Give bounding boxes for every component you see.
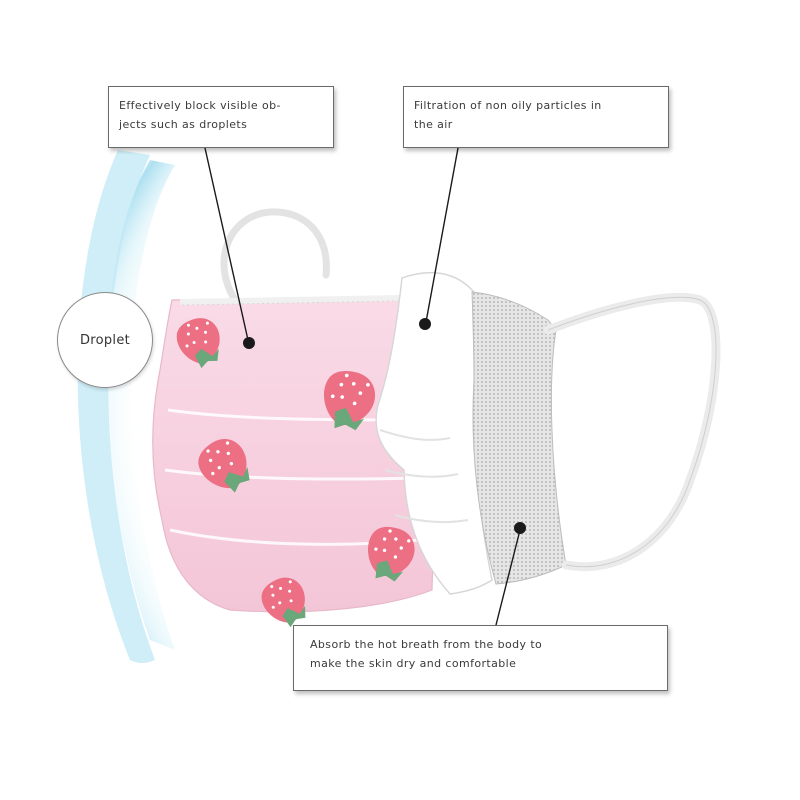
filter-fold-3: [394, 514, 469, 524]
leader-dot-top-left: [243, 337, 255, 349]
pleat-line-2: [164, 468, 421, 481]
outer-layer: [152, 295, 441, 613]
top-seam: [179, 295, 401, 305]
callout-text: Filtration of non oily particles in the …: [414, 99, 602, 131]
leader-line-top-right: [425, 147, 459, 323]
callout-text: Absorb the hot breath from the body to m…: [310, 638, 543, 670]
callout-block-droplets: Effectively block visible ob- jects such…: [108, 86, 334, 148]
mesh-layer: [471, 291, 567, 585]
ear-loop-front-edge: [547, 296, 717, 568]
droplet-label-text: Droplet: [79, 332, 131, 348]
ear-loop-front: [543, 292, 721, 572]
filter-fold: [379, 429, 451, 441]
ear-loop-back: [220, 208, 330, 304]
droplet-shield-glow: [77, 150, 155, 664]
top-seam-dots: [181, 300, 399, 306]
filter-fold-2: [384, 469, 459, 478]
callout-filtration: Filtration of non oily particles in the …: [403, 86, 669, 148]
callout-absorb-breath: Absorb the hot breath from the body to m…: [293, 625, 668, 691]
leader-dot-top-right: [419, 318, 431, 330]
leader-dot-bottom: [514, 522, 526, 534]
droplet-shield: [106, 160, 175, 650]
callout-text: Effectively block visible ob- jects such…: [119, 99, 281, 131]
droplet-label: Droplet: [57, 292, 153, 388]
leader-line-top-left: [204, 147, 249, 341]
leader-line-bottom: [495, 529, 521, 626]
